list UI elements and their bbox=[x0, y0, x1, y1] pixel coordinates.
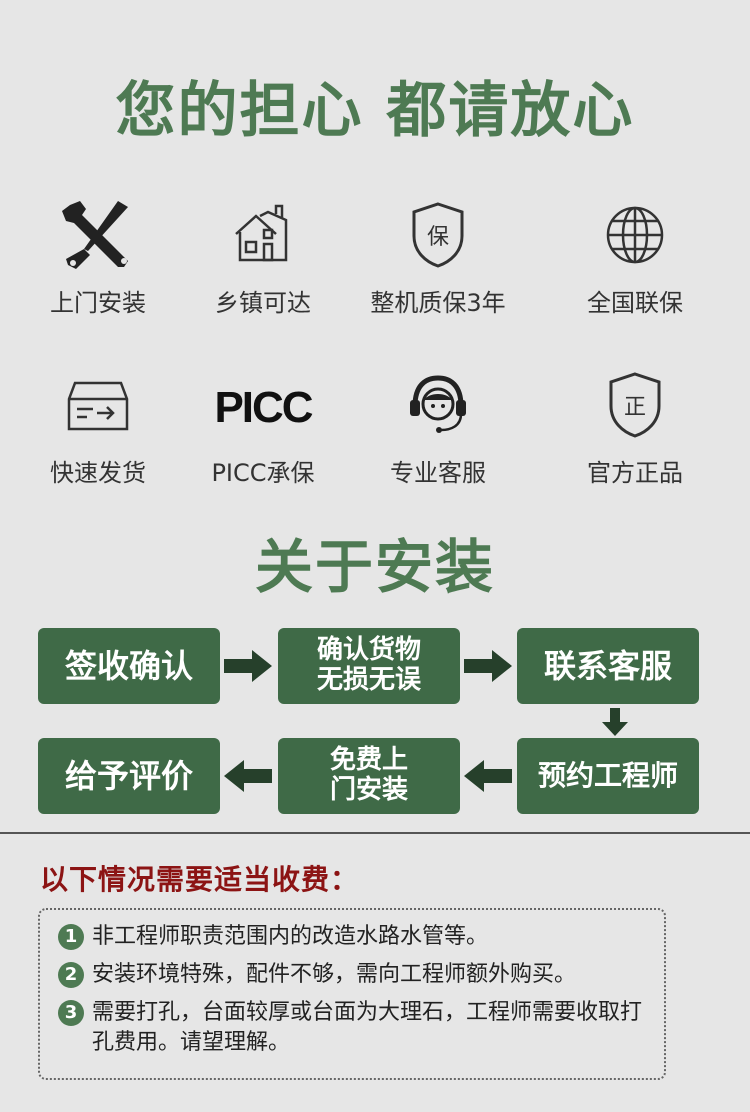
arrow-left-icon bbox=[464, 760, 512, 792]
step-text-line: 确认货物 bbox=[316, 635, 421, 666]
arrow-right-icon bbox=[464, 650, 512, 682]
step-contact-service: 联系客服 bbox=[517, 628, 699, 704]
section-divider bbox=[0, 832, 750, 834]
arrow-down-icon bbox=[602, 708, 628, 736]
step-text-line: 免费上 bbox=[329, 745, 408, 776]
feature-label: 快速发货 bbox=[50, 459, 146, 487]
step-free-install: 免费上 门安装 bbox=[278, 738, 460, 814]
feature-label: 官方正品 bbox=[587, 459, 683, 487]
feature-label: 全国联保 bbox=[587, 289, 683, 317]
step-review: 给予评价 bbox=[38, 738, 220, 814]
list-item-text: 需要打孔，台面较厚或台面为大理石，工程师需要收取打孔费用。请望理解。 bbox=[92, 1000, 643, 1055]
step-check-goods: 确认货物 无损无误 bbox=[278, 628, 460, 704]
feature-warranty: 保 整机质保3年 bbox=[343, 195, 533, 318]
section-title-install: 关于安装 bbox=[254, 533, 495, 601]
fee-notice-box: 1 非工程师职责范围内的改造水路水管等。 2 安装环境特殊，配件不够，需向工程师… bbox=[38, 908, 666, 1080]
list-item-text: 非工程师职责范围内的改造水路水管等。 bbox=[92, 924, 489, 949]
svg-text:PICC: PICC bbox=[214, 383, 312, 430]
delivery-box-icon bbox=[58, 365, 138, 445]
house-icon bbox=[223, 195, 303, 275]
arrow-right-icon bbox=[224, 650, 272, 682]
step-text-line: 无损无误 bbox=[316, 665, 421, 695]
page-title: 您的担心 都请放心 bbox=[115, 76, 635, 146]
arrow-left-icon bbox=[224, 760, 272, 792]
fee-notice-title: 以下情况需要适当收费： bbox=[40, 863, 360, 896]
picc-logo: PICC bbox=[203, 365, 323, 445]
svg-text:保: 保 bbox=[427, 225, 449, 250]
feature-township: 乡镇可达 bbox=[168, 195, 358, 318]
feature-label: 乡镇可达 bbox=[215, 289, 311, 317]
headset-agent-icon bbox=[398, 365, 478, 445]
feature-label: 整机质保3年 bbox=[370, 289, 506, 317]
list-item: 1 非工程师职责范围内的改造水路水管等。 bbox=[58, 922, 646, 952]
feature-label: PICC承保 bbox=[211, 459, 315, 487]
number-badge: 2 bbox=[58, 962, 84, 988]
number-badge: 1 bbox=[58, 924, 84, 950]
feature-home-install: 上门安装 bbox=[3, 195, 193, 318]
feature-genuine: 正 官方正品 bbox=[540, 365, 730, 488]
warranty-shield-icon: 保 bbox=[398, 195, 478, 275]
wrench-screwdriver-icon bbox=[58, 195, 138, 275]
svg-text:正: 正 bbox=[624, 395, 646, 420]
list-item-text: 安装环境特殊，配件不够，需向工程师额外购买。 bbox=[92, 962, 577, 987]
step-book-engineer: 预约工程师 bbox=[517, 738, 699, 814]
feature-label: 上门安装 bbox=[50, 289, 146, 317]
feature-customer-service: 专业客服 bbox=[343, 365, 533, 488]
globe-icon bbox=[595, 195, 675, 275]
feature-nationwide: 全国联保 bbox=[540, 195, 730, 318]
feature-fast-delivery: 快速发货 bbox=[3, 365, 193, 488]
list-item: 2 安装环境特殊，配件不够，需向工程师额外购买。 bbox=[58, 960, 646, 990]
genuine-shield-icon: 正 bbox=[595, 365, 675, 445]
list-item: 3 需要打孔，台面较厚或台面为大理石，工程师需要收取打孔费用。请望理解。 bbox=[58, 998, 646, 1058]
step-text-line: 门安装 bbox=[329, 775, 408, 805]
step-sign-confirm: 签收确认 bbox=[38, 628, 220, 704]
feature-label: 专业客服 bbox=[390, 459, 486, 487]
feature-picc: PICC PICC承保 bbox=[168, 365, 358, 488]
number-badge: 3 bbox=[58, 1000, 84, 1026]
